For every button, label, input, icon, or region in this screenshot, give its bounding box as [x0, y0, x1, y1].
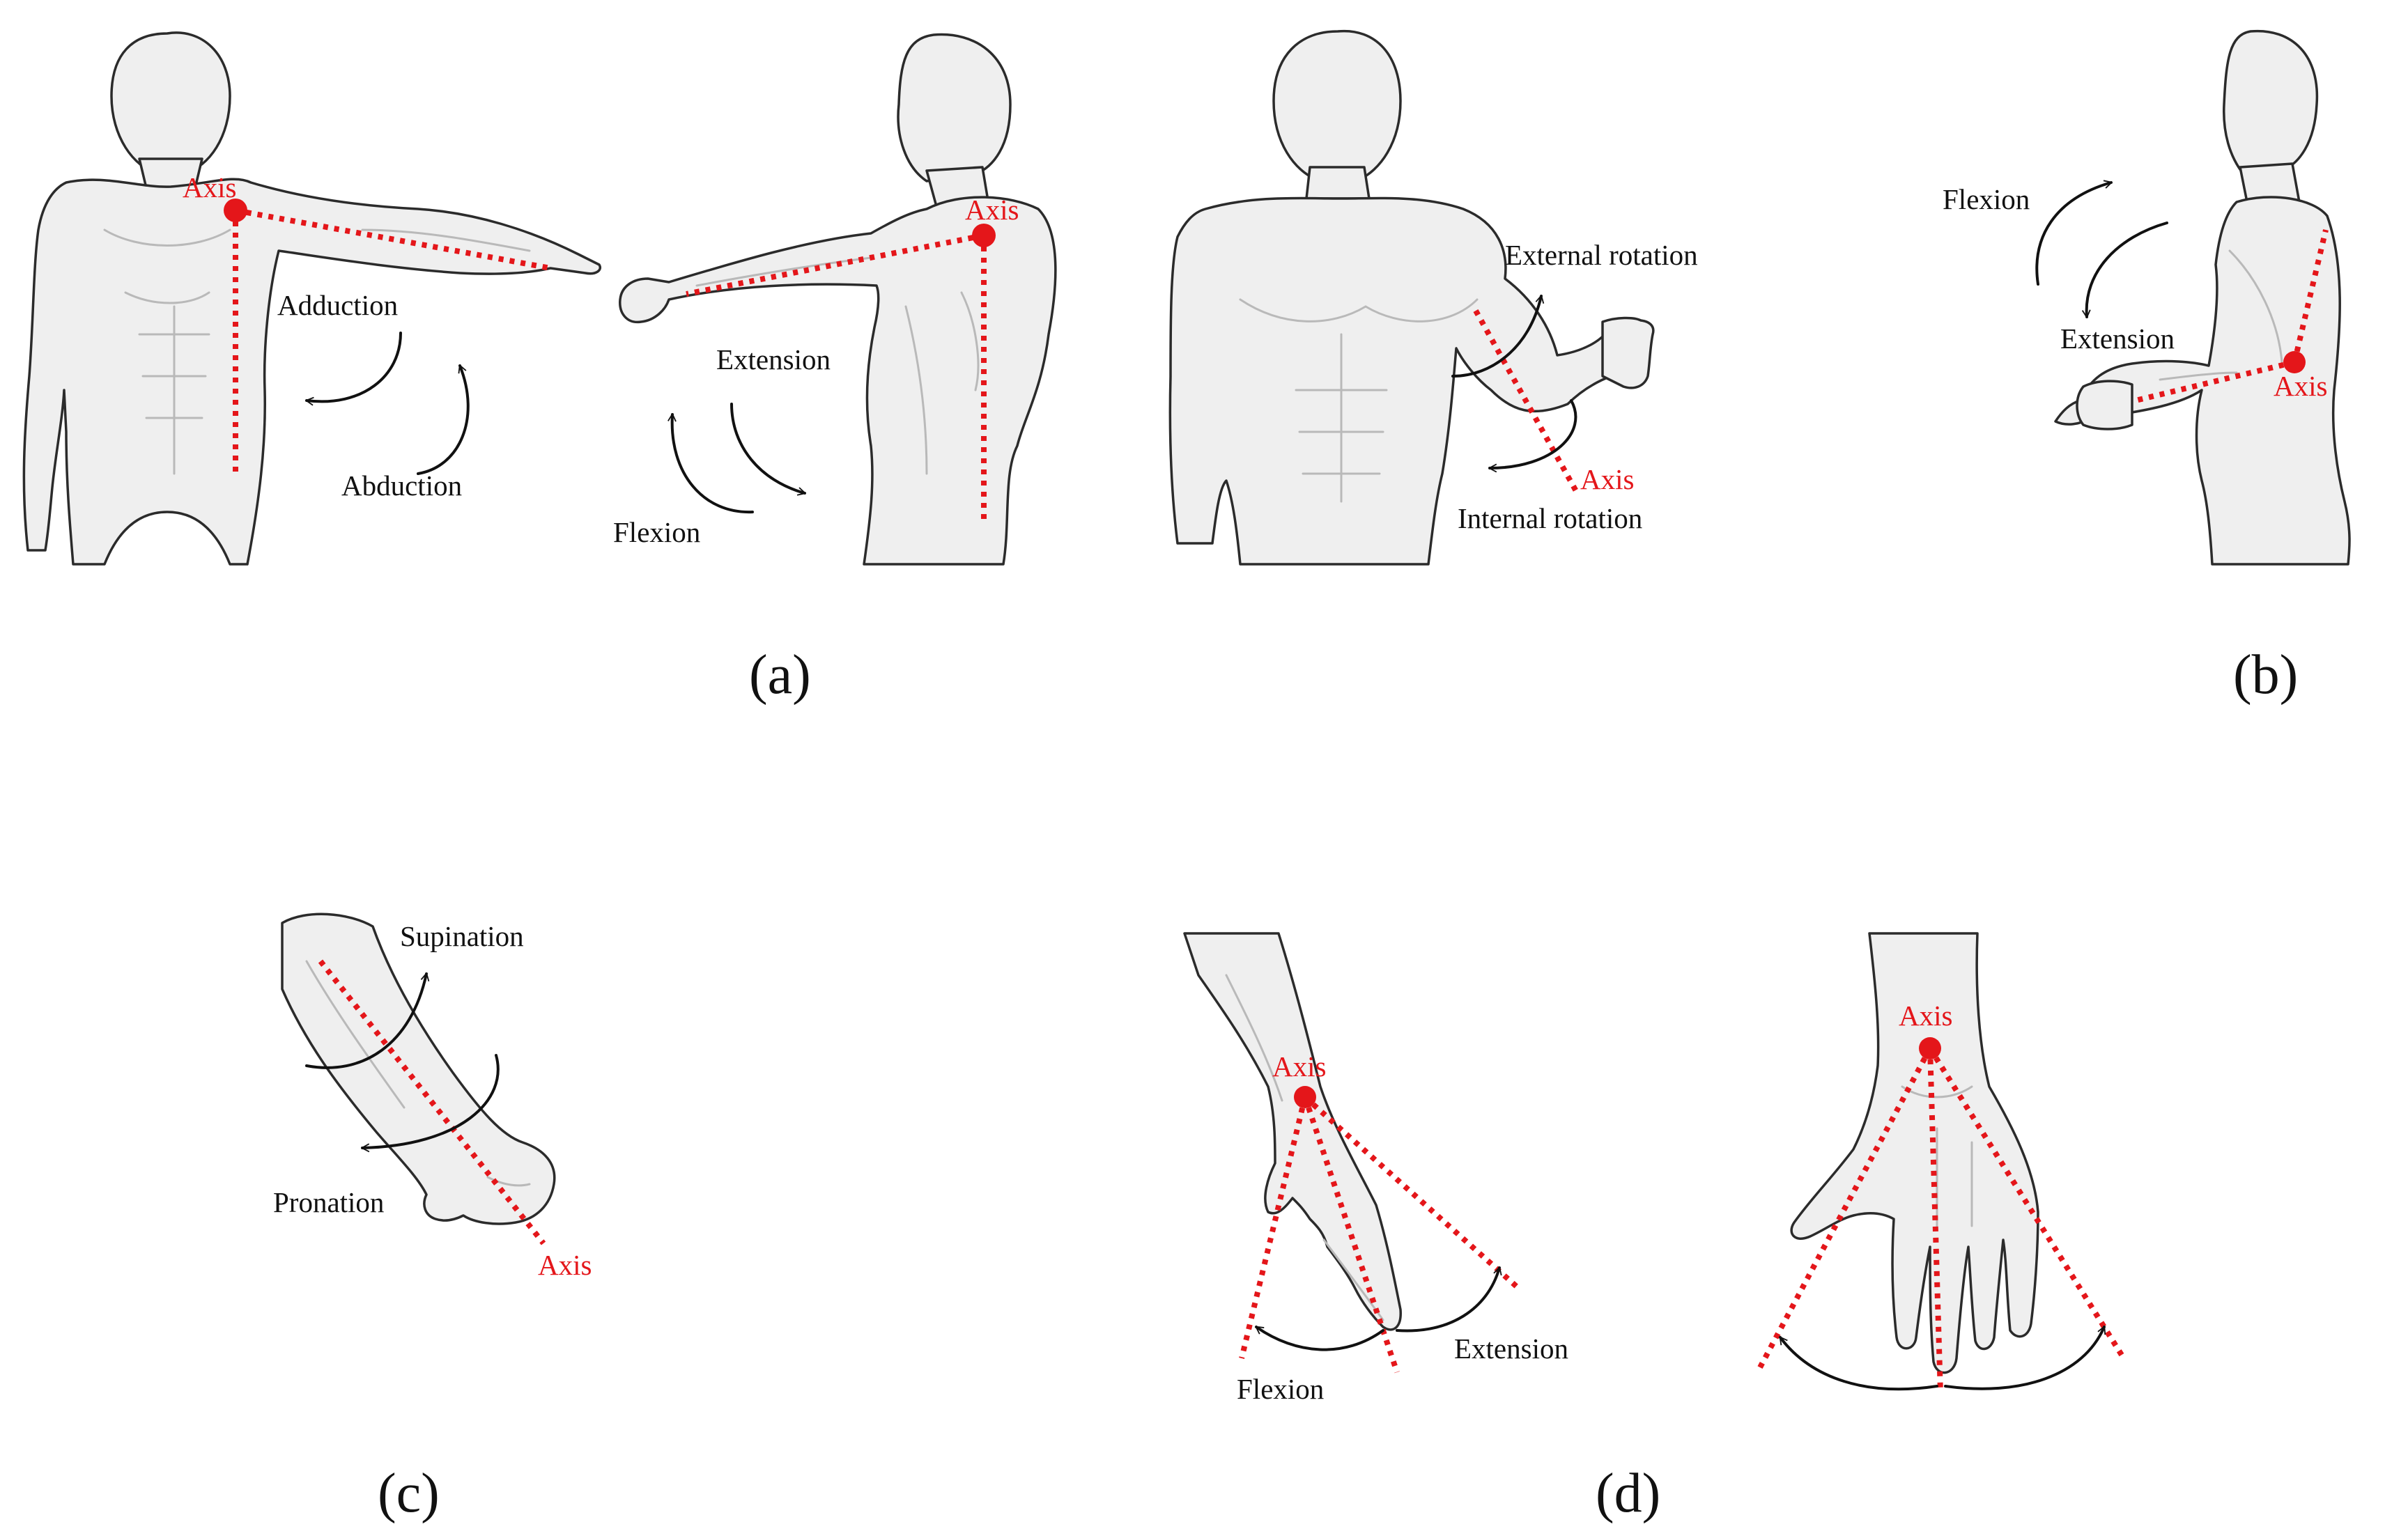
- axis-line-forearm: [1473, 309, 1579, 492]
- elbow-extension-arrow: [2081, 222, 2168, 318]
- wrist-side-axes: [1239, 1086, 1521, 1374]
- axis-point: [972, 224, 996, 247]
- external-rotation-label: External rotation: [1505, 239, 1698, 271]
- wrist-side-figure: [1183, 932, 1402, 1331]
- external-rotation-arrow: [1451, 295, 1545, 378]
- axis-line-flexion: [1239, 1096, 1308, 1359]
- internal-rotation-label: Internal rotation: [1458, 502, 1642, 534]
- shoulder-side-axis-label: Axis: [965, 194, 1019, 226]
- wrist-front-axis-label: Axis: [1899, 1000, 1952, 1032]
- caption-c: (c): [378, 1463, 440, 1524]
- wrist-extension-label: Extension: [1454, 1333, 1568, 1365]
- elbow-extension-label: Extension: [2060, 323, 2175, 355]
- axis-line-neutral: [1927, 1048, 1943, 1394]
- wrist-extension-arrow: [1396, 1266, 1502, 1333]
- axis-point: [224, 199, 247, 222]
- wrist-ulnar-arrow: [1944, 1326, 2106, 1390]
- shoulder-rotation-axis-label: Axis: [1580, 463, 1634, 495]
- elbow-flexion-arrow: [2035, 180, 2113, 286]
- supination-label: Supination: [400, 920, 524, 952]
- wrist-flexion-arrow: [1255, 1326, 1384, 1351]
- axis-line-arm: [235, 208, 551, 271]
- axis-point: [1294, 1086, 1316, 1108]
- axis-line-extension: [1303, 1095, 1521, 1291]
- wrist-side-axis-label: Axis: [1272, 1050, 1326, 1082]
- elbow-figure: [2054, 29, 2351, 566]
- wrist-radial-arrow: [1779, 1336, 1938, 1391]
- forearm-axes: [318, 959, 546, 1245]
- elbow-flexion-label: Flexion: [1943, 183, 2030, 215]
- shoulder-rotation-axes: [1473, 309, 1579, 492]
- axis-line-radial: [1757, 1047, 1933, 1370]
- caption-d: (d): [1596, 1463, 1660, 1524]
- shoulder-front-axis-label: Axis: [183, 171, 236, 203]
- elbow-axis-label: Axis: [2274, 370, 2327, 402]
- elbow-axes: [2135, 229, 2329, 403]
- axis-line-ulnar: [1927, 1046, 2127, 1360]
- flexion-label: Flexion: [613, 516, 700, 548]
- abduction-label: Abduction: [341, 469, 462, 502]
- extension-arrow: [730, 403, 806, 496]
- adduction-label: Adduction: [277, 289, 398, 321]
- shoulder-side-figure: [619, 33, 1057, 566]
- forearm-axis-label: Axis: [538, 1249, 592, 1281]
- extension-label: Extension: [716, 343, 831, 375]
- supination-arrow: [305, 972, 430, 1069]
- shoulder-side-axes: [686, 224, 996, 519]
- wrist-flexion-label: Flexion: [1237, 1373, 1324, 1405]
- abduction-arrow: [417, 364, 470, 475]
- adduction-arrow: [305, 332, 402, 406]
- shoulder-rotation-figure: [1168, 29, 1655, 566]
- caption-a: (a): [749, 644, 811, 706]
- flexion-arrow: [667, 413, 754, 514]
- axis-line-upper-arm: [2292, 229, 2329, 363]
- shoulder-front-axes: [224, 199, 551, 474]
- pronation-arrow: [361, 1054, 500, 1153]
- axis-line-neutral: [1302, 1096, 1400, 1374]
- caption-b: (b): [2233, 644, 2298, 706]
- wrist-front-axes: [1757, 1037, 2127, 1394]
- axis-point: [2283, 351, 2306, 373]
- axis-line-forearm: [318, 959, 546, 1245]
- axis-point: [1919, 1037, 1941, 1059]
- shoulder-front-figure: [22, 31, 601, 566]
- internal-rotation-arrow: [1488, 399, 1577, 473]
- pronation-label: Pronation: [273, 1186, 384, 1218]
- axis-line-forearm: [2135, 359, 2295, 403]
